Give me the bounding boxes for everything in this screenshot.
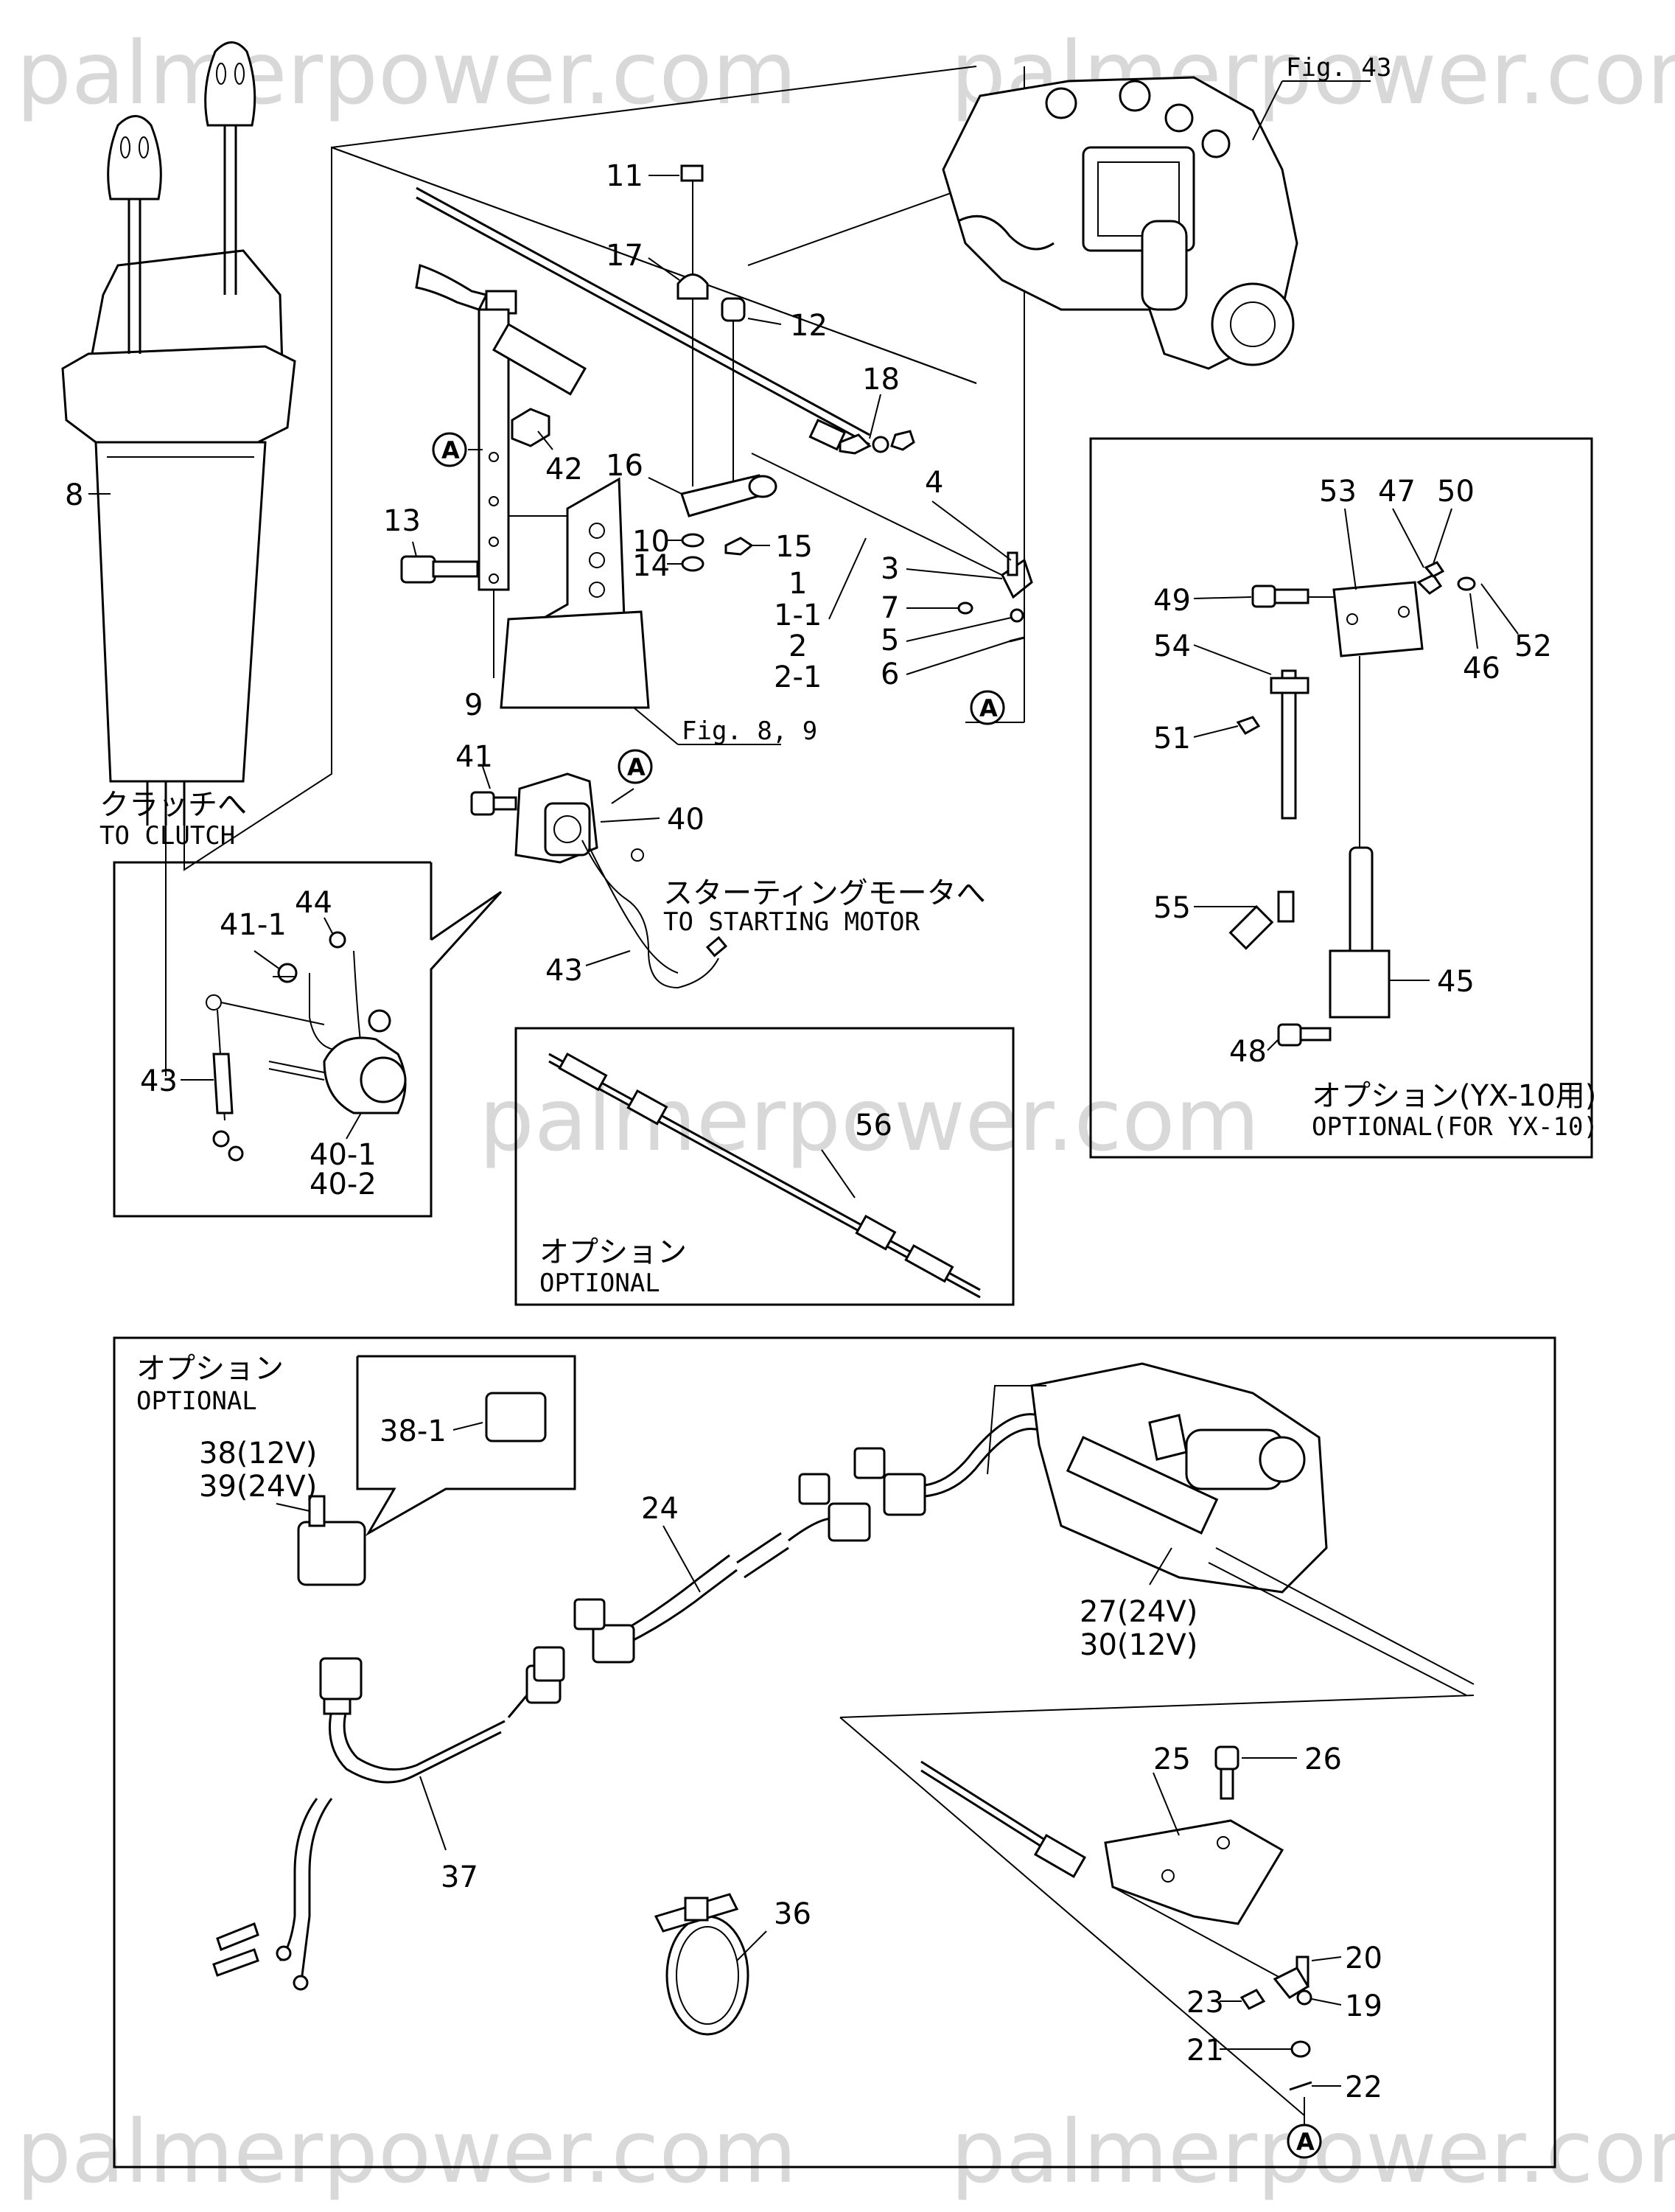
part-label-50: 50: [1437, 475, 1475, 509]
part-label-38: 38(12V): [199, 1437, 317, 1470]
part-label-55: 55: [1153, 891, 1191, 925]
part-label-36: 36: [774, 1897, 811, 1931]
part-label-7: 7: [881, 591, 899, 625]
watermark-top-left: palmerpower.com: [16, 22, 797, 124]
solenoid-detail-box: 44 41-1 43 40-1 40-2: [113, 861, 503, 1218]
part-label-11: 11: [606, 159, 643, 193]
part-label-48: 48: [1229, 1035, 1267, 1069]
part-label-15: 15: [775, 530, 813, 564]
part-label-9: 9: [464, 688, 483, 722]
part-label-40-2: 40-2: [310, 1168, 377, 1201]
part-label-52: 52: [1514, 629, 1552, 663]
watermark-bottom-left: palmerpower.com: [16, 2101, 797, 2202]
injection-pump-fig43: Fig. 43: [331, 53, 1391, 723]
control-lever-assembly: 8: [61, 41, 977, 1076]
part-label-38-1: 38-1: [380, 1414, 447, 1448]
ref-marker-a-2-text: A: [979, 694, 998, 722]
optional-cable-box: 56 オプション OPTIONAL: [514, 1027, 1015, 1306]
part-label-56: 56: [855, 1109, 892, 1142]
part-label-1: 1: [788, 567, 807, 601]
part-label-49: 49: [1153, 584, 1191, 618]
ref-marker-a-3: [618, 749, 653, 784]
part-label-51: 51: [1153, 722, 1191, 756]
part-label-13: 13: [383, 504, 421, 538]
part-label-6: 6: [881, 657, 899, 691]
ref-marker-a-2: [970, 690, 1005, 725]
part-label-5: 5: [881, 624, 899, 657]
part-label-19: 19: [1345, 1989, 1382, 2023]
optional-cable-en: OPTIONAL: [539, 1269, 660, 1298]
part-label-16: 16: [606, 449, 643, 483]
part-label-21: 21: [1186, 2034, 1224, 2068]
to-starter-jp: スターティングモータへ: [663, 876, 986, 910]
part-label-4: 4: [925, 466, 943, 500]
part-label-27: 27(24V): [1080, 1595, 1197, 1629]
part-label-10: 10: [632, 525, 670, 559]
part-label-2: 2: [788, 629, 807, 663]
part-label-30: 30(12V): [1080, 1628, 1197, 1662]
throttle-cable-bracket-assembly: Fig. 8, 9: [400, 164, 1033, 746]
fig-ref-8-9: Fig. 8, 9: [682, 716, 817, 746]
part-label-46: 46: [1463, 652, 1500, 685]
optional-cable-jp: オプション: [539, 1235, 687, 1269]
part-label-40-1: 40-1: [310, 1138, 377, 1172]
optional-motor-en: OPTIONAL: [136, 1386, 257, 1416]
part-label-45: 45: [1437, 965, 1475, 999]
part-label-41: 41: [455, 740, 493, 774]
part-label-8: 8: [65, 478, 83, 512]
part-label-44: 44: [295, 886, 332, 920]
part-label-43-detail: 43: [140, 1064, 178, 1098]
part-label-23: 23: [1186, 1986, 1224, 2020]
stop-solenoid-assembly: A 41 40 43 スターティングモータへ TO STARTING MOTOR: [455, 740, 986, 989]
part-label-18: 18: [862, 363, 900, 397]
part-label-54: 54: [1153, 629, 1191, 663]
optional-motor-jp: オプション: [136, 1352, 284, 1386]
part-label-14: 14: [632, 549, 670, 583]
part-label-43-main: 43: [545, 954, 583, 988]
ref-marker-a-1-text: A: [441, 436, 460, 464]
optional-yx10-jp: オプション(YX-10用): [1312, 1079, 1596, 1113]
to-clutch-jp: クラッチへ: [99, 788, 247, 822]
labels-top-middle: 11 17 12 18 16 10 14 15 42 13 9 A 1 1-1 …: [383, 159, 1012, 725]
part-label-22: 22: [1345, 2070, 1382, 2104]
part-label-3: 3: [881, 552, 899, 586]
part-label-24: 24: [641, 1492, 679, 1526]
part-label-42: 42: [545, 453, 583, 486]
optional-yx10-en: OPTIONAL(FOR YX-10): [1312, 1112, 1598, 1142]
part-label-37: 37: [441, 1860, 478, 1894]
part-label-53: 53: [1319, 475, 1357, 509]
optional-governor-motor-box: オプション OPTIONAL 38(12V) 39(24V) 38-1 37: [113, 1336, 1556, 2169]
ref-marker-a-3-text: A: [627, 753, 646, 781]
part-label-2-1: 2-1: [774, 660, 822, 694]
part-label-25: 25: [1153, 1742, 1191, 1776]
part-label-17: 17: [606, 239, 643, 273]
to-clutch-en: TO CLUTCH: [99, 821, 235, 851]
part-label-20: 20: [1345, 1941, 1382, 1975]
part-label-41-1: 41-1: [220, 908, 287, 942]
part-label-39: 39(24V): [199, 1470, 317, 1504]
optional-yx10-box: 53 47 50 49 54 46 52 51 55 45 48 オプション(Y…: [1089, 437, 1598, 1159]
part-label-12: 12: [790, 309, 828, 343]
fig-ref-43: Fig. 43: [1286, 53, 1391, 83]
part-label-26: 26: [1304, 1742, 1342, 1776]
part-label-40: 40: [667, 803, 704, 837]
part-label-47: 47: [1378, 475, 1416, 509]
part-label-1-1: 1-1: [774, 599, 822, 632]
ref-marker-a-1: [432, 432, 467, 467]
ref-marker-a-4-text: A: [1296, 2128, 1315, 2156]
to-starter-en: TO STARTING MOTOR: [663, 907, 920, 937]
